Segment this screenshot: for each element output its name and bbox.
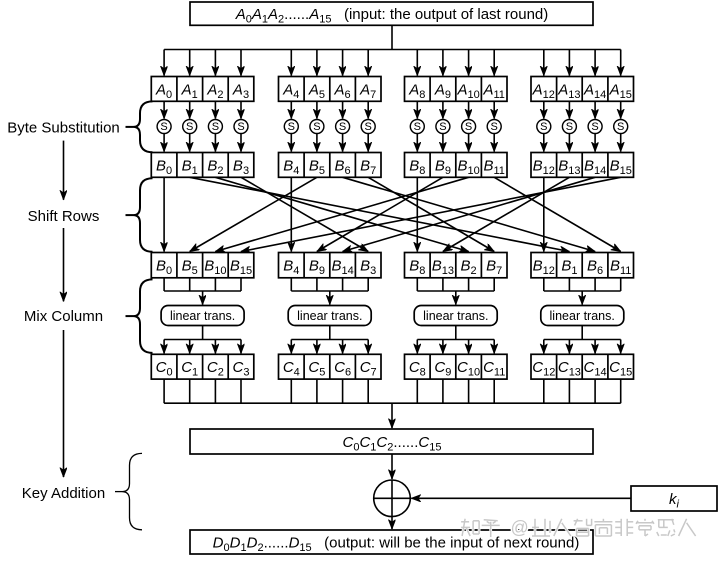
svg-text:S: S bbox=[439, 121, 446, 133]
svg-text:Mix Column: Mix Column bbox=[24, 308, 103, 325]
svg-text:S: S bbox=[212, 121, 219, 133]
svg-text:linear trans.: linear trans. bbox=[423, 309, 488, 323]
svg-text:D0D1D2......D15 (output: wil: D0D1D2......D15 (output: will be the inp… bbox=[213, 535, 580, 555]
svg-text:Key Addition: Key Addition bbox=[22, 485, 105, 502]
svg-text:@: @ bbox=[511, 518, 529, 538]
svg-text:linear trans.: linear trans. bbox=[297, 309, 362, 323]
svg-text:S: S bbox=[465, 121, 472, 133]
svg-text:S: S bbox=[339, 121, 346, 133]
svg-text:S: S bbox=[186, 121, 193, 133]
svg-text:Byte Substitution: Byte Substitution bbox=[7, 119, 120, 136]
svg-text:S: S bbox=[288, 121, 295, 133]
svg-text:linear trans.: linear trans. bbox=[550, 309, 615, 323]
svg-text:S: S bbox=[540, 121, 547, 133]
svg-text:S: S bbox=[160, 121, 167, 133]
svg-text:Shift Rows: Shift Rows bbox=[28, 208, 100, 225]
svg-text:ki: ki bbox=[669, 491, 680, 511]
svg-text:A0A1A2......A15 (input: the: A0A1A2......A15 (input: the output of la… bbox=[235, 6, 549, 26]
svg-text:S: S bbox=[365, 121, 372, 133]
svg-text:S: S bbox=[617, 121, 624, 133]
svg-text:S: S bbox=[414, 121, 421, 133]
svg-text:linear trans.: linear trans. bbox=[170, 309, 235, 323]
svg-text:S: S bbox=[591, 121, 598, 133]
svg-text:S: S bbox=[566, 121, 573, 133]
svg-text:S: S bbox=[237, 121, 244, 133]
svg-text:@: @ bbox=[511, 518, 529, 538]
svg-text:C0C1C2......C15: C0C1C2......C15 bbox=[342, 434, 441, 454]
svg-text:S: S bbox=[313, 121, 320, 133]
svg-text:S: S bbox=[491, 121, 498, 133]
